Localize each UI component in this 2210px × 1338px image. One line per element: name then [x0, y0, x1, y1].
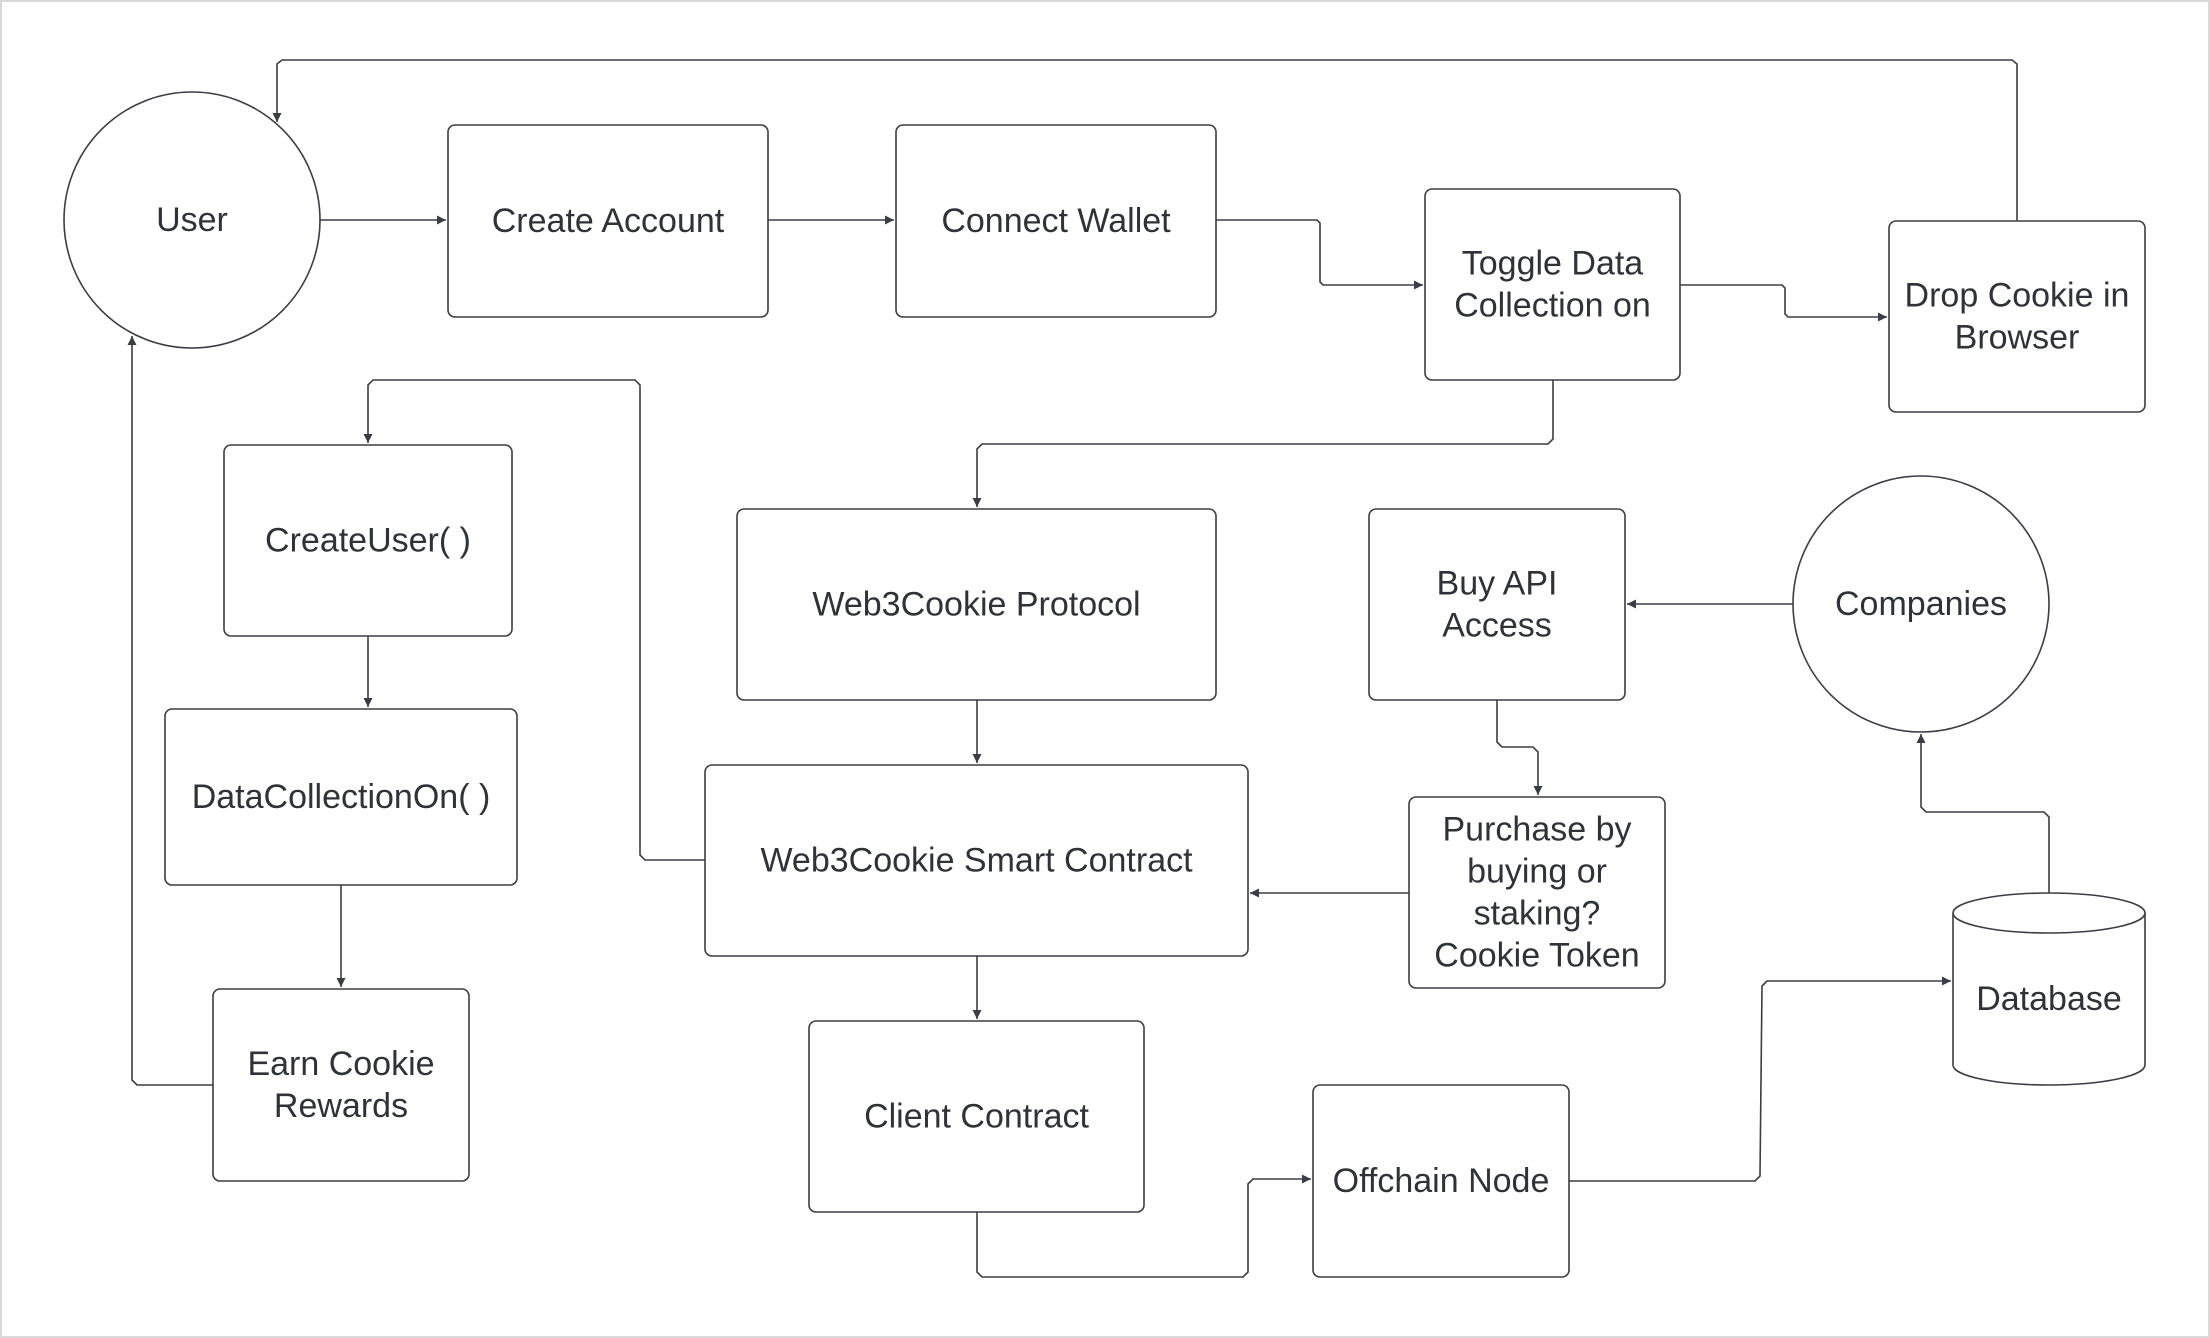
node-companies: Companies: [1792, 475, 2050, 733]
drop-cookie-shape: [1888, 220, 2146, 413]
node-protocol: Web3Cookie Protocol: [736, 508, 1217, 701]
database-shape: [1952, 892, 2146, 1086]
edges-layer: [127, 59, 2050, 1278]
node-client-contract: Client Contract: [808, 1020, 1145, 1213]
buy-api-label: Access: [1442, 607, 1552, 645]
offchain-node-shape: [1312, 1084, 1570, 1278]
node-buy-api: Buy API Access: [1368, 508, 1626, 701]
database-label: Database: [1976, 980, 2122, 1018]
user-shape: [63, 91, 321, 349]
node-purchase: Purchase by buying or staking? Cookie Token: [1408, 796, 1666, 989]
create-user-label: CreateUser( ): [265, 522, 471, 560]
client-contract-label: Client Contract: [864, 1098, 1089, 1136]
edge-earn-rewards-to-user: [127, 336, 213, 1086]
data-collection-on-shape: [164, 708, 518, 886]
buy-api-label: Buy API: [1437, 565, 1558, 603]
node-connect-wallet: Connect Wallet: [895, 124, 1217, 318]
offchain-node-label: Offchain Node: [1333, 1162, 1550, 1200]
data-collection-on-label: DataCollectionOn( ): [192, 778, 491, 816]
earn-rewards-shape: [212, 988, 470, 1182]
edge-buy-api-to-purchase: [1496, 700, 1543, 795]
edge-database-to-companies: [1916, 734, 2050, 893]
purchase-shape: [1408, 796, 1666, 989]
node-toggle-data: Toggle DataCollection on: [1424, 188, 1681, 381]
edge-toggle-data-to-drop-cookie: [1680, 284, 1887, 322]
user-label: User: [156, 201, 228, 239]
node-database: Database: [1952, 892, 2146, 1086]
smart-contract-label: Web3Cookie Smart Contract: [760, 842, 1193, 880]
node-offchain-node: Offchain Node: [1312, 1084, 1570, 1278]
create-user-shape: [223, 444, 513, 637]
create-account-label: Create Account: [492, 202, 725, 240]
toggle-data-label: Toggle Data: [1462, 245, 1644, 283]
purchase-label: staking?: [1474, 895, 1601, 933]
smart-contract-shape: [704, 764, 1249, 957]
earn-rewards-label: Rewards: [274, 1087, 408, 1125]
edge-offchain-node-to-database: [1569, 976, 1951, 1182]
connect-wallet-shape: [895, 124, 1217, 318]
node-smart-contract: Web3Cookie Smart Contract: [704, 764, 1249, 957]
edge-toggle-data-to-protocol: [972, 380, 1554, 507]
drop-cookie-label: Drop Cookie in: [1905, 277, 2130, 315]
edge-smart-contract-to-create-user: [363, 379, 705, 861]
purchase-label: Cookie Token: [1434, 937, 1639, 975]
node-create-user: CreateUser( ): [223, 444, 513, 637]
earn-rewards-label: Earn Cookie: [247, 1045, 434, 1083]
client-contract-shape: [808, 1020, 1145, 1213]
create-account-shape: [447, 124, 769, 318]
connect-wallet-label: Connect Wallet: [941, 202, 1171, 240]
companies-shape: [1792, 475, 2050, 733]
node-user: User: [63, 91, 321, 349]
node-drop-cookie: Drop Cookie in Browser: [1888, 220, 2146, 413]
companies-label: Companies: [1835, 585, 2007, 623]
edge-client-contract-to-offchain-node: [976, 1174, 1311, 1278]
purchase-label: Purchase by: [1443, 811, 1632, 849]
database-lid: [1952, 912, 2146, 934]
node-data-collection-on: DataCollectionOn( ): [164, 708, 518, 886]
buy-api-shape: [1368, 508, 1626, 701]
protocol-label: Web3Cookie Protocol: [812, 586, 1140, 624]
toggle-data-shape: [1424, 188, 1681, 381]
edge-drop-cookie-to-user: [272, 59, 2018, 221]
drop-cookie-label: Browser: [1955, 319, 2080, 357]
node-create-account: Create Account: [447, 124, 769, 318]
toggle-data-label: Collection on: [1454, 287, 1651, 325]
purchase-label: buying or: [1467, 853, 1607, 891]
protocol-shape: [736, 508, 1217, 701]
edge-connect-wallet-to-toggle-data: [1216, 219, 1423, 290]
